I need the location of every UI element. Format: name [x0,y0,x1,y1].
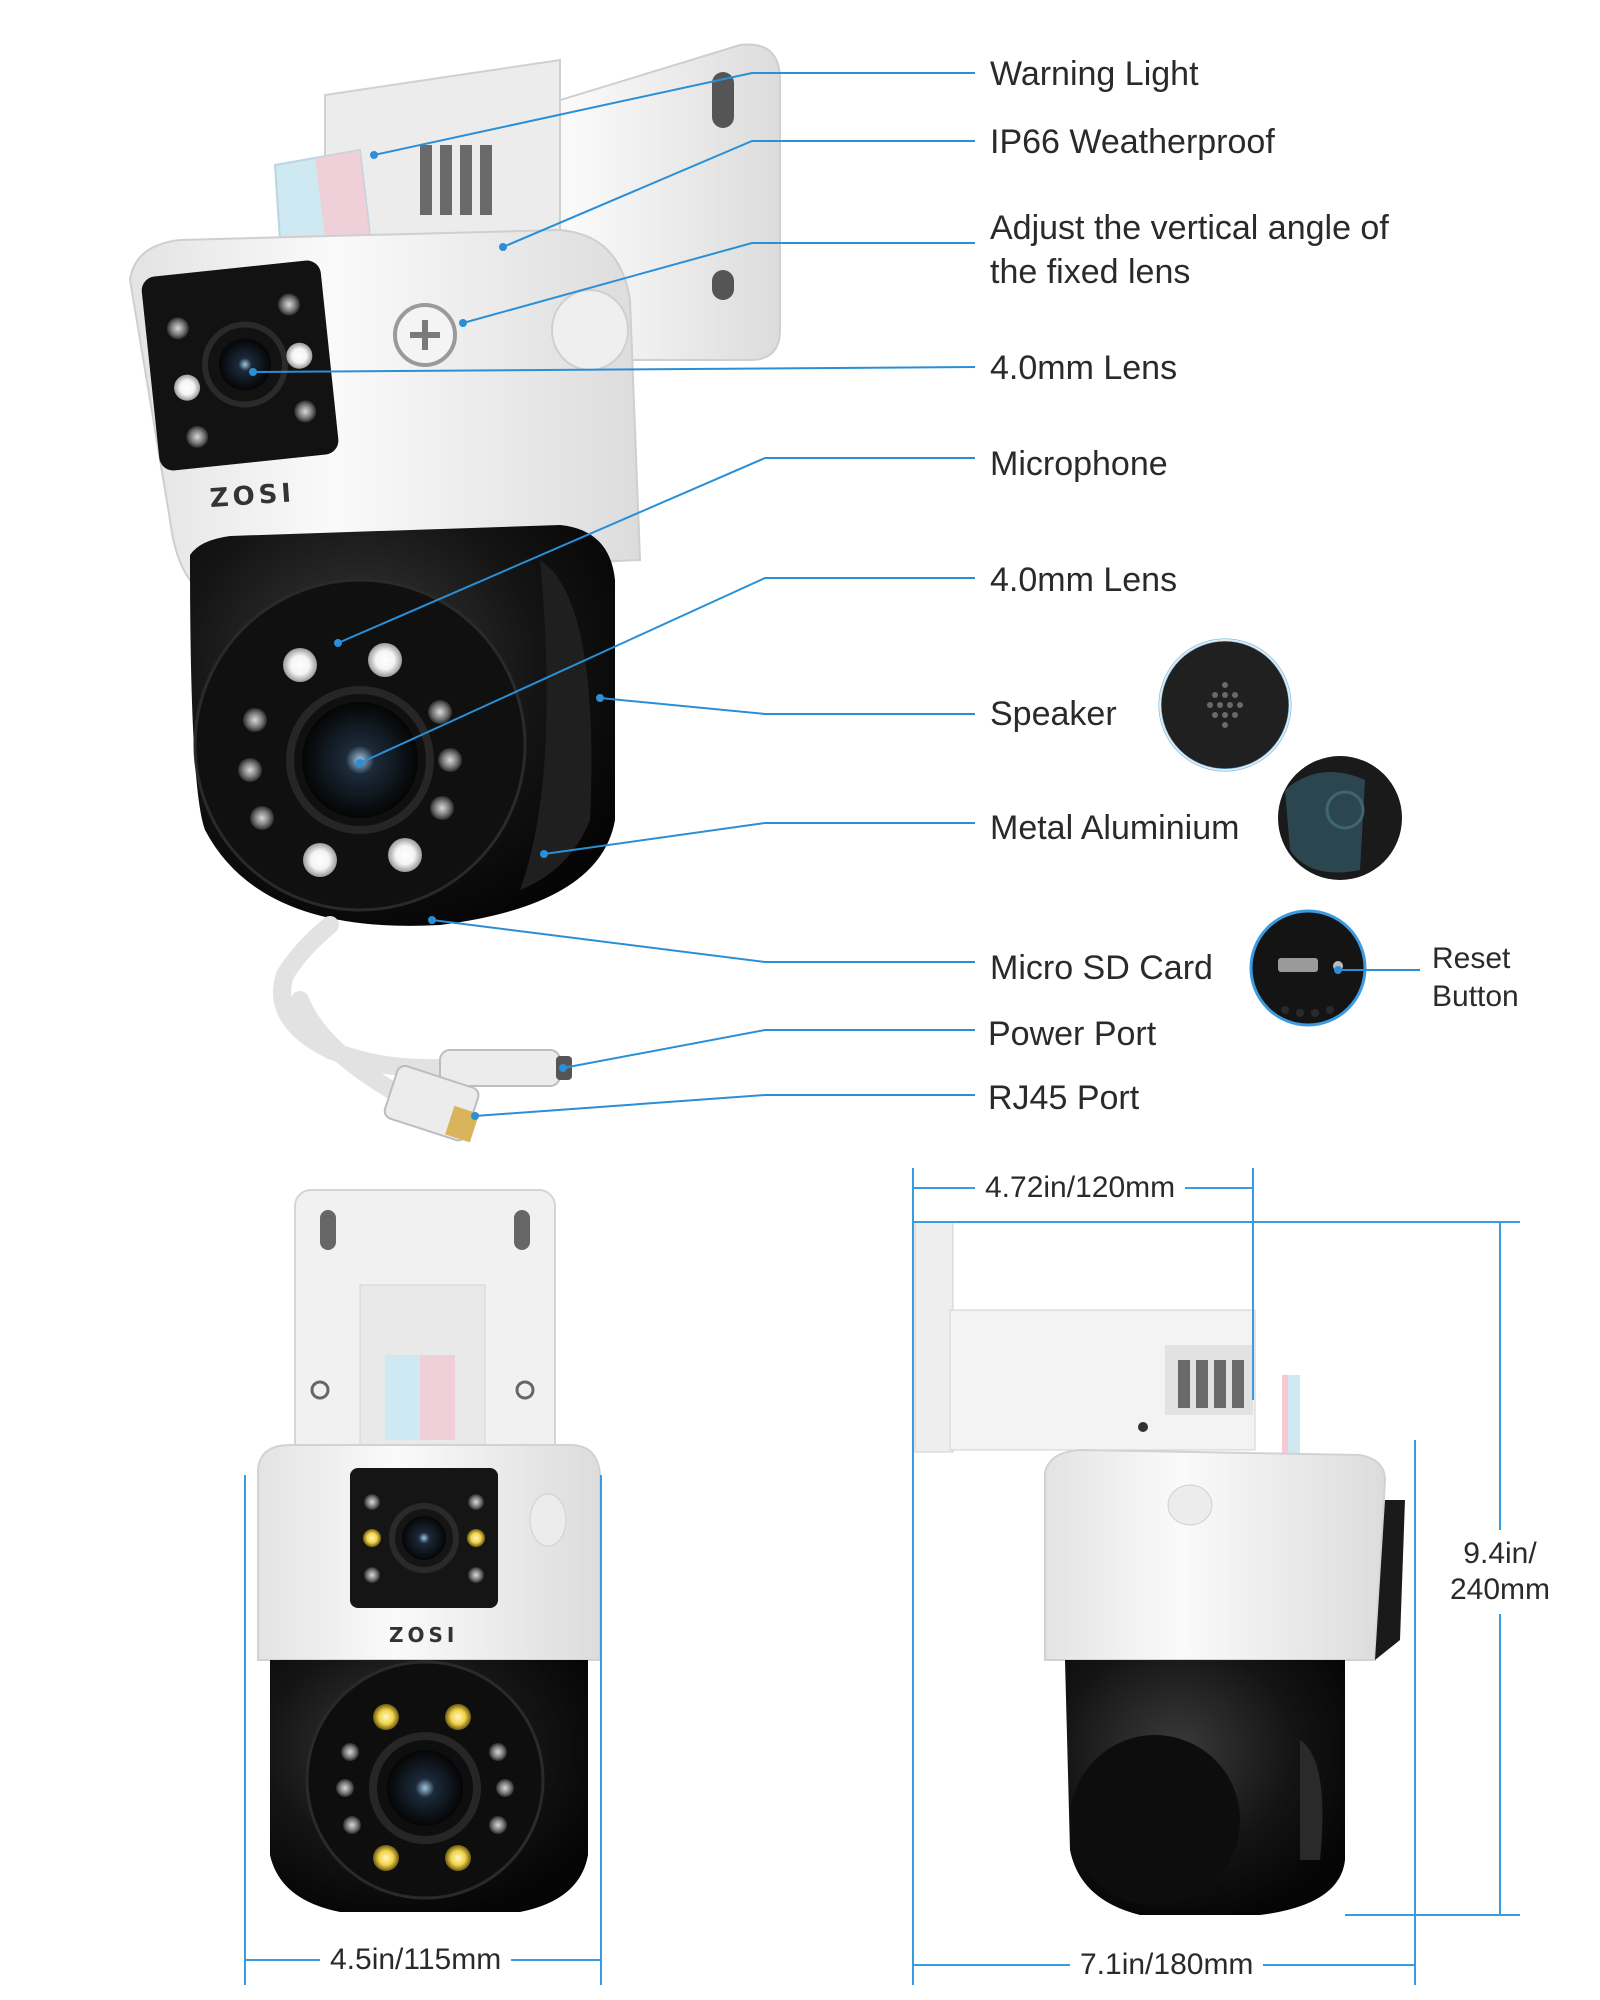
dim-front-width: 4.5in/115mm [320,1942,512,1978]
label-power-port: Power Port [988,1015,1157,1053]
bracket-hole [712,72,734,128]
led [166,317,189,340]
fixed-lens [218,338,271,391]
front-view: ZOSI [244,1189,602,1985]
hero-logo: ZOSI [209,478,296,514]
metal-inset [1278,756,1402,880]
led [277,293,300,316]
label-warning-light: Warning Light [990,55,1199,93]
label-microphone: Microphone [990,445,1168,483]
side-housing [1044,1448,1387,1661]
led [174,374,201,401]
ptz-leds [238,643,462,877]
label-lens-top: 4.0mm Lens [990,349,1178,387]
callout-dots [249,151,1342,1120]
cable [273,916,449,1078]
side-knob [551,289,629,371]
power-connector [439,1049,561,1087]
led [286,342,313,369]
label-weatherproof: IP66 Weatherproof [990,123,1275,161]
vent-slots [420,145,492,215]
speaker-inset [1158,638,1292,772]
reset-inset [1249,909,1367,1027]
front-ptz-lens [387,1750,463,1826]
speaker-grille-icon [1207,682,1243,728]
led [186,425,209,448]
front-logo: ZOSI [389,1623,458,1647]
dim-side-height: 9.4in/ 240mm [1435,1530,1565,1614]
label-reset-button: Reset Button [1432,942,1519,1013]
led [294,400,317,423]
sd-slot-icon [1278,958,1318,972]
hero-camera: ZOSI [128,43,781,1143]
aluminium-shell-icon [1285,772,1365,873]
label-vertical-angle: Adjust the vertical angle of the fixed l… [990,209,1389,291]
side-wall-plate [914,1221,954,1453]
cable [291,991,409,1104]
label-rj45-port: RJ45 Port [988,1079,1140,1117]
side-view [912,1168,1520,1985]
dim-side-top-width: 4.72in/120mm [975,1170,1186,1206]
callout-lines [252,72,1420,1117]
dim-side-depth: 7.1in/180mm [1070,1947,1264,1983]
label-metal-aluminium: Metal Aluminium [990,809,1240,847]
label-micro-sd: Micro SD Card [990,949,1213,987]
label-lens-bottom: 4.0mm Lens [990,561,1178,599]
bracket-hole [712,270,734,300]
label-speaker: Speaker [990,695,1117,733]
